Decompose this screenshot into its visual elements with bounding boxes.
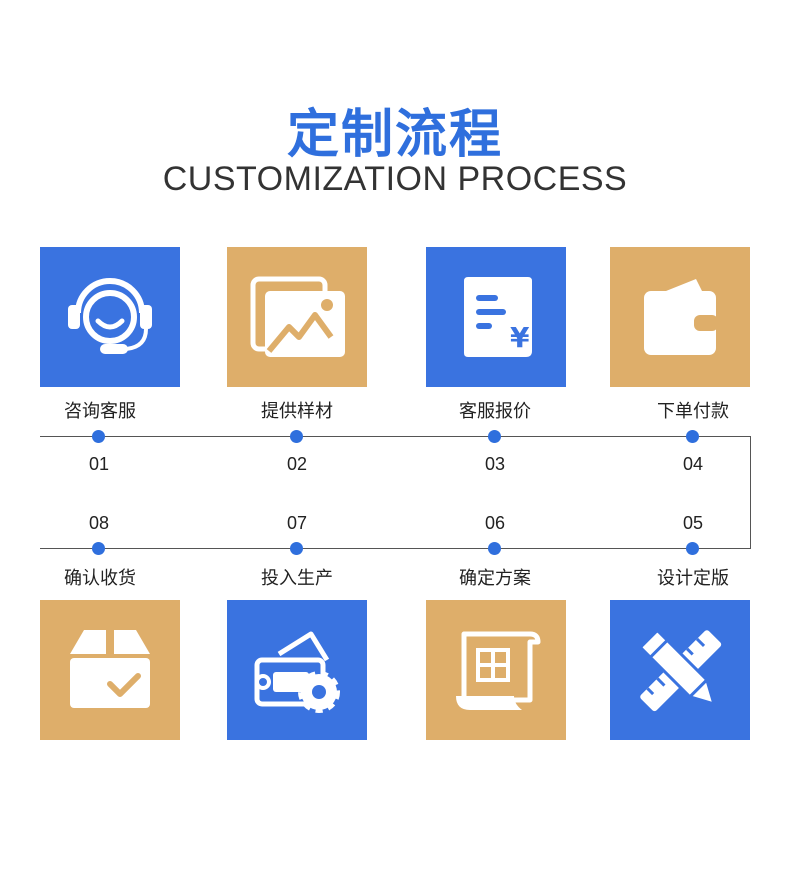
production-gear-icon	[254, 631, 340, 713]
step-05-tile	[610, 600, 750, 740]
page-subtitle: CUSTOMIZATION PROCESS	[162, 160, 628, 198]
step-08-number: 08	[88, 513, 110, 533]
price-document-icon: ¥	[464, 277, 532, 357]
step-03-dot	[488, 430, 501, 443]
step-03-label: 客服报价	[459, 401, 531, 422]
wallet-icon	[644, 279, 718, 355]
step-02-dot	[290, 430, 303, 443]
step-06-label: 确定方案	[459, 568, 531, 589]
step-08-dot	[92, 542, 105, 555]
timeline-top-line	[40, 436, 751, 437]
headset-icon	[68, 278, 152, 354]
blueprint-scroll-icon	[456, 631, 541, 710]
pencil-ruler-icon	[639, 629, 722, 712]
image-gallery-icon	[250, 276, 345, 357]
step-02-label: 提供样材	[261, 401, 333, 422]
timeline-right-connector	[750, 436, 751, 549]
step-01-number: 01	[88, 454, 110, 474]
step-04-label: 下单付款	[657, 401, 729, 422]
step-06-tile	[426, 600, 566, 740]
step-07-tile	[227, 600, 367, 740]
step-01-tile	[40, 247, 180, 387]
step-01-dot	[92, 430, 105, 443]
step-06-number: 06	[484, 513, 506, 533]
step-02-number: 02	[286, 454, 308, 474]
step-06-dot	[488, 542, 501, 555]
step-02-tile	[227, 247, 367, 387]
step-05-dot	[686, 542, 699, 555]
step-01-label: 咨询客服	[64, 401, 136, 422]
step-07-dot	[290, 542, 303, 555]
step-04-dot	[686, 430, 699, 443]
step-08-label: 确认收货	[64, 568, 136, 589]
step-03-number: 03	[484, 454, 506, 474]
step-08-tile	[40, 600, 180, 740]
step-04-tile	[610, 247, 750, 387]
box-check-icon	[70, 630, 150, 708]
step-07-label: 投入生产	[261, 568, 333, 589]
step-05-number: 05	[682, 513, 704, 533]
timeline-bottom-line	[40, 548, 751, 549]
page-title: 定制流程	[286, 105, 503, 165]
step-05-label: 设计定版	[657, 568, 729, 589]
step-03-tile: ¥	[426, 247, 566, 387]
step-07-number: 07	[286, 513, 308, 533]
svg-text:¥: ¥	[510, 321, 530, 354]
step-04-number: 04	[682, 454, 704, 474]
